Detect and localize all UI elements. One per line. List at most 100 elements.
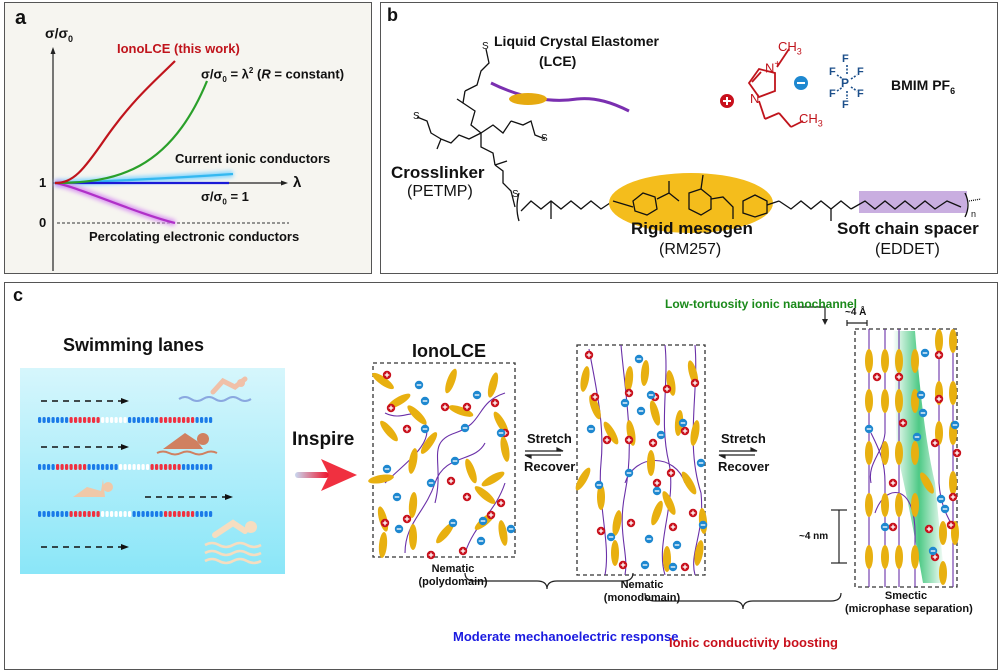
pf6-f6: F bbox=[842, 99, 849, 111]
lce-abbr: (LCE) bbox=[539, 53, 577, 69]
lane-float bbox=[209, 464, 213, 470]
inspire-arrow-icon bbox=[321, 459, 357, 491]
mesogen-icon bbox=[663, 546, 671, 572]
nanochannel-pointer bbox=[799, 306, 826, 321]
mesogen-icon bbox=[408, 492, 418, 518]
lane-float bbox=[132, 417, 136, 423]
mesogen-icon bbox=[493, 411, 509, 435]
lce-mesogen-icon bbox=[509, 93, 547, 105]
lane-float bbox=[101, 417, 105, 423]
mesogen-icon bbox=[881, 389, 889, 413]
lane-float bbox=[150, 464, 154, 470]
moderate-response-label: Moderate mechanoelectric response bbox=[453, 629, 679, 644]
panel-a-plot bbox=[50, 47, 289, 271]
lane-float bbox=[110, 511, 114, 517]
lane-float bbox=[38, 417, 42, 423]
lane-float bbox=[177, 417, 181, 423]
lane-float bbox=[119, 464, 123, 470]
pf6-anion-structure bbox=[836, 65, 858, 99]
mesogen-icon bbox=[408, 448, 418, 474]
n-plus: N+ bbox=[765, 59, 781, 76]
lane-float bbox=[119, 511, 123, 517]
swimmer-icon bbox=[212, 519, 248, 538]
lane-float bbox=[186, 417, 190, 423]
lane-float bbox=[47, 511, 51, 517]
swimming-pool bbox=[20, 368, 285, 574]
lane-float bbox=[182, 511, 186, 517]
state-3-sub: (microphase separation) bbox=[845, 603, 973, 615]
lane-float bbox=[105, 417, 109, 423]
lane-float bbox=[204, 417, 208, 423]
arrow-head-icon bbox=[225, 494, 233, 500]
smectic-structure bbox=[864, 329, 962, 587]
inspire-label: Inspire bbox=[292, 429, 355, 450]
lane-float bbox=[51, 511, 55, 517]
lane-float bbox=[191, 464, 195, 470]
mesogen-icon bbox=[407, 405, 427, 425]
nanometer-scale-bar bbox=[831, 509, 847, 564]
arrow-head-icon bbox=[121, 544, 129, 550]
lane-float bbox=[186, 511, 190, 517]
mesogen-icon bbox=[939, 521, 947, 545]
lane-float bbox=[78, 464, 82, 470]
x-axis-arrow-icon bbox=[281, 180, 288, 186]
angstrom-spacing-label: ~4 Å bbox=[845, 307, 867, 318]
lane-float bbox=[65, 464, 69, 470]
pf6-p: P bbox=[841, 76, 850, 90]
petmp-structure bbox=[416, 48, 546, 208]
crosslinker-abbr: (PETMP) bbox=[407, 183, 473, 200]
lane-float bbox=[87, 417, 91, 423]
lane-float bbox=[105, 511, 109, 517]
lane-float bbox=[150, 417, 154, 423]
swimmer-icon bbox=[163, 433, 203, 449]
lane-float bbox=[204, 464, 208, 470]
lane-float bbox=[200, 511, 204, 517]
mesogen-icon bbox=[624, 366, 634, 392]
inspire-arrow-shaft bbox=[295, 472, 329, 478]
ch3-bottom: CH3 bbox=[799, 111, 823, 129]
lane-float bbox=[51, 464, 55, 470]
lane-float bbox=[164, 464, 168, 470]
lane-float bbox=[204, 511, 208, 517]
mesogen-icon bbox=[939, 561, 947, 585]
lane-float bbox=[60, 464, 64, 470]
mesogen-icon bbox=[575, 467, 591, 491]
lane-float bbox=[42, 417, 46, 423]
mesogen-icon bbox=[474, 486, 496, 504]
lane-float bbox=[191, 417, 195, 423]
mesogen-icon bbox=[436, 522, 454, 544]
lane-float bbox=[168, 511, 172, 517]
mesogen-icon bbox=[640, 360, 650, 386]
mesogen-icon bbox=[865, 389, 873, 413]
pf6-f4: F bbox=[829, 88, 836, 100]
lane-float bbox=[101, 464, 105, 470]
mesogen-icon bbox=[597, 484, 605, 510]
monodomain-structure bbox=[575, 344, 708, 576]
lane-float bbox=[83, 511, 87, 517]
mesogen-icon bbox=[895, 441, 903, 465]
lane-float bbox=[38, 464, 42, 470]
eddet-structure bbox=[850, 192, 982, 218]
lane-float bbox=[110, 464, 114, 470]
mesogen-icon bbox=[448, 405, 474, 417]
spacer-highlight bbox=[859, 191, 967, 213]
mesogen-icon bbox=[865, 545, 873, 569]
lane-float bbox=[132, 464, 136, 470]
lane-float bbox=[159, 417, 163, 423]
lane-float bbox=[141, 417, 145, 423]
lane-float bbox=[114, 417, 118, 423]
lane-float bbox=[155, 417, 159, 423]
panel-b-label: b bbox=[387, 5, 398, 25]
lane-float bbox=[159, 511, 163, 517]
tick-zero: 0 bbox=[39, 215, 47, 230]
mesogen-icon bbox=[895, 389, 903, 413]
lane-float bbox=[209, 511, 213, 517]
mesogen-icon bbox=[498, 520, 508, 546]
rm257-structure bbox=[612, 174, 780, 219]
lane-float bbox=[83, 417, 87, 423]
mesogen-icon bbox=[935, 329, 943, 353]
pf6-f1: F bbox=[842, 53, 849, 65]
legend-percolating: Percolating electronic conductors bbox=[89, 229, 300, 244]
lane-float bbox=[69, 464, 73, 470]
lane-float bbox=[96, 417, 100, 423]
